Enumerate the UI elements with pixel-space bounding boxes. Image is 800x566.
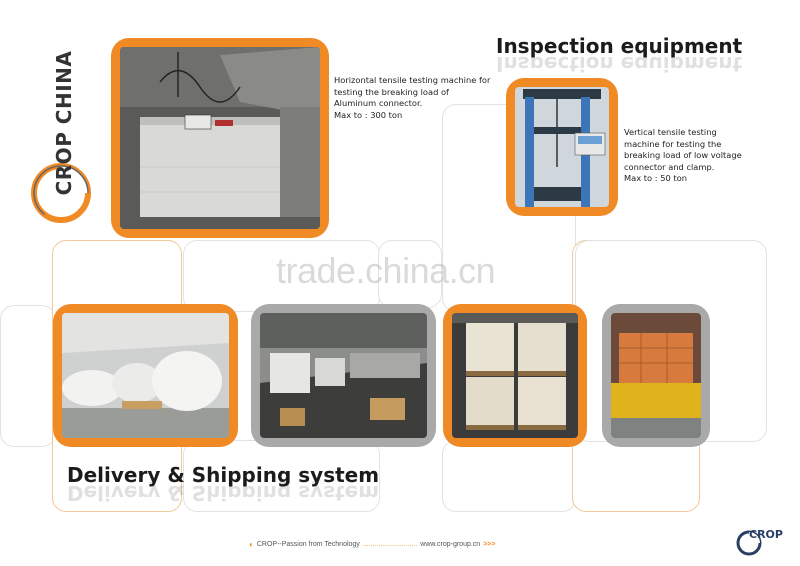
container-pallets-photo-frame xyxy=(443,304,587,447)
delivery-heading-reflection: Delivery & Shipping system xyxy=(67,481,380,505)
vertical-machine-photo-frame xyxy=(506,78,618,216)
footer-tagline: CROP--Passion from Technology xyxy=(256,541,360,548)
bg-box xyxy=(183,440,380,512)
warehouse-photo xyxy=(62,313,229,438)
vertical-machine-description: Vertical tensile testing machine for tes… xyxy=(624,127,742,184)
horizontal-machine-description: Horizontal tensile testing machine for t… xyxy=(334,75,491,120)
factory-floor-photo-frame xyxy=(251,304,436,447)
factory-floor-photo xyxy=(260,313,427,438)
container-pallets-photo xyxy=(452,313,578,438)
truck-loading-photo-frame xyxy=(602,304,710,447)
footer-dots: ............................ xyxy=(362,541,418,548)
footer: ◐ CROP--Passion from Technology ........… xyxy=(249,540,495,549)
watermark: trade.china.cn xyxy=(276,250,496,291)
truck-loading-photo xyxy=(611,313,701,438)
inspection-heading: Inspection equipment xyxy=(496,34,743,58)
vertical-machine-photo xyxy=(515,87,609,207)
delivery-heading: Delivery & Shipping system xyxy=(67,463,380,487)
logo-text: CROP CHINA xyxy=(52,50,76,196)
footer-logo: CROP xyxy=(736,526,796,558)
bg-box xyxy=(442,440,576,512)
footer-website: www.crop-group.cn xyxy=(420,541,481,548)
footer-arrows: >>> xyxy=(483,541,496,548)
footer-logo-text: CROP xyxy=(749,528,783,541)
warehouse-photo-frame xyxy=(53,304,238,447)
horizontal-machine-photo-frame xyxy=(111,38,329,238)
bg-box xyxy=(183,240,380,312)
footer-c-icon: ◐ xyxy=(249,540,254,549)
crop-china-logo: CROP CHINA xyxy=(28,38,94,226)
footer-logo-icon xyxy=(736,530,762,556)
bg-box xyxy=(0,305,56,447)
inspection-heading-reflection: Inspection equipment xyxy=(496,52,743,76)
horizontal-machine-photo xyxy=(120,47,320,229)
crop-logo-circle-icon xyxy=(31,163,91,223)
